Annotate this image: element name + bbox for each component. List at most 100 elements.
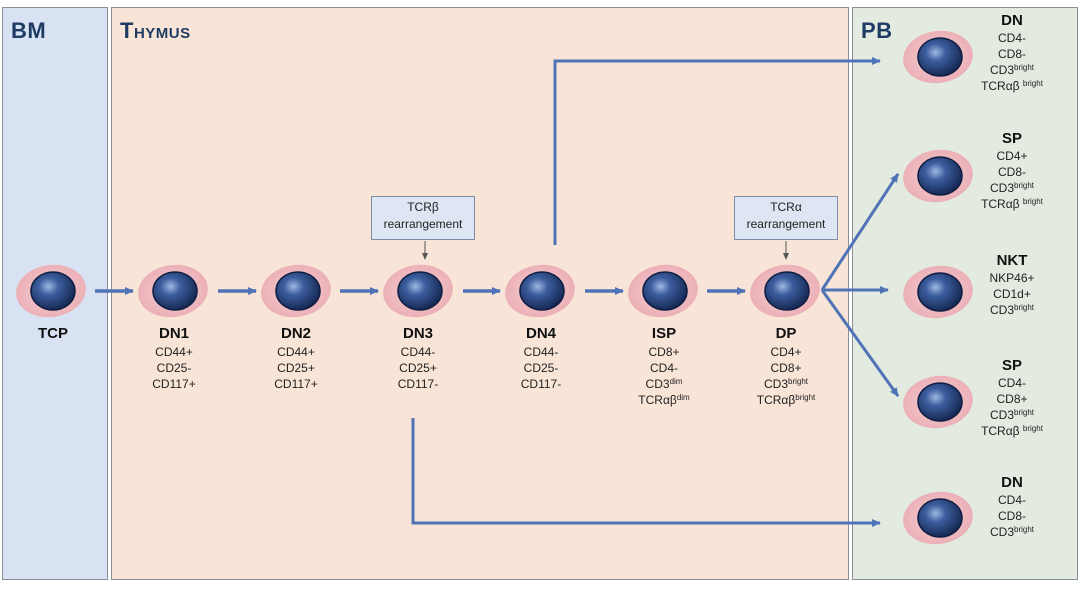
pb-dn-top-marker: CD8- (997, 47, 1026, 61)
pb-sp-cd4-marker: CD4+ (996, 149, 1028, 163)
dn3-name: DN3 (402, 325, 433, 342)
pb-sp-cd4-cell (903, 149, 973, 203)
dn2-cell-nucleus (275, 271, 321, 311)
tcp-name: TCP (38, 325, 68, 342)
dn2-marker: CD117+ (274, 377, 318, 391)
pb-nkt-marker: CD3bright (989, 303, 1035, 317)
branch-arrows (411, 57, 900, 527)
pb-nkt-marker: CD1d+ (993, 287, 1031, 301)
arrow-dn4-to-pb-dn (553, 57, 881, 245)
pb-sp-cd4-marker: CD8- (997, 165, 1026, 179)
pb-dn-bottom-label: DN CD4- CD8- CD3bright (957, 474, 1067, 540)
isp-cell-nucleus (642, 271, 688, 311)
dn4-marker: CD117- (520, 377, 562, 391)
dn1-label: DN1 CD44+ CD25- CD117+ (119, 324, 229, 392)
dp-label: DP CD4+ CD8+ CD3bright TCRαβbright (731, 324, 841, 408)
dn2-label: DN2 CD44+ CD25+ CD117+ (241, 324, 351, 392)
arrow-dp-to-sp-cd8 (820, 289, 900, 397)
pb-sp-cd4-marker: CD3bright (989, 181, 1035, 195)
pb-nkt-cell-nucleus (917, 272, 963, 312)
isp-marker: CD4- (649, 361, 678, 375)
thymus-region: Thymus (111, 7, 849, 580)
pb-sp-cd4-label: SP CD4+ CD8- CD3bright TCRαβ bright (957, 130, 1067, 212)
dp-cell (750, 264, 820, 318)
cells (16, 30, 973, 545)
pb-dn-bottom-marker: CD4- (997, 493, 1026, 507)
pb-dn-bottom-name: DN (1001, 474, 1023, 491)
tcp-cell (16, 264, 86, 318)
dn4-label: DN4 CD44- CD25- CD117- (486, 324, 596, 392)
dn1-marker: CD25- (156, 361, 192, 375)
dn4-cell-nucleus (519, 271, 565, 311)
dn1-name: DN1 (158, 325, 189, 342)
pb-sp-cd8-cell-nucleus (917, 382, 963, 422)
pb-nkt-cell (903, 265, 973, 319)
dn2-cell (261, 264, 331, 318)
pb-dn-top-marker: TCRαβ bright (981, 79, 1043, 93)
pb-dn-top-label: DN CD4- CD8- CD3bright TCRαβ bright (957, 12, 1067, 94)
dp-marker: CD8+ (770, 361, 802, 375)
isp-marker: CD8+ (648, 345, 680, 359)
dn4-cell (505, 264, 575, 318)
dn3-cell-nucleus (397, 271, 443, 311)
dn2-marker: CD25+ (277, 361, 315, 375)
tcra-rearrangement-callout: TCRα rearrangement (734, 196, 838, 240)
pb-dn-bottom-cell (903, 491, 973, 545)
dp-marker: CD4+ (770, 345, 802, 359)
dn3-marker: CD117- (397, 377, 439, 391)
tcra-callout-line1: TCRα (770, 200, 802, 214)
dn1-cell (138, 264, 208, 318)
dn3-cell (383, 264, 453, 318)
arrow-dn3-to-pb-dn (411, 418, 881, 527)
pb-sp-cd8-marker: CD3bright (989, 408, 1035, 422)
pb-dn-bottom-marker: CD3bright (989, 525, 1035, 539)
dn2-marker: CD44+ (277, 345, 315, 359)
pb-nkt-marker: NKP46+ (989, 271, 1035, 285)
pb-nkt-label: NKT NKP46+ CD1d+ CD3bright (957, 252, 1067, 318)
pb-nkt-name: NKT (996, 252, 1028, 269)
pb-dn-bottom-cell-nucleus (917, 498, 963, 538)
isp-marker: CD3dim (645, 377, 683, 391)
pb-dn-top-marker: CD3bright (989, 63, 1035, 77)
isp-name: ISP (651, 325, 677, 342)
dp-name: DP (775, 325, 797, 342)
isp-marker: TCRαβdim (638, 393, 690, 407)
dn3-marker: CD44- (400, 345, 436, 359)
pb-sp-cd4-marker: TCRαβ bright (981, 197, 1043, 211)
dp-marker: CD3bright (763, 377, 809, 391)
bm-title: BM (11, 18, 47, 43)
pb-sp-cd8-marker: CD8+ (996, 392, 1028, 406)
isp-cell (628, 264, 698, 318)
pb-sp-cd8-cell (903, 375, 973, 429)
dn1-cell-nucleus (152, 271, 198, 311)
tcp-label: TCP (0, 324, 108, 344)
thymus-title: Thymus (120, 18, 191, 43)
tcrb-rearrangement-callout: TCRβ rearrangement (371, 196, 475, 240)
dn3-marker: CD25+ (399, 361, 437, 375)
dp-marker: TCRαβbright (756, 393, 816, 407)
pb-sp-cd8-name: SP (1001, 357, 1022, 374)
pb-sp-cd8-marker: TCRαβ bright (981, 424, 1043, 438)
pb-dn-top-cell-nucleus (917, 37, 963, 77)
dn1-marker: CD117+ (152, 377, 196, 391)
pb-dn-bottom-marker: CD8- (997, 509, 1026, 523)
dn4-marker: CD44- (523, 345, 559, 359)
isp-label: ISP CD8+ CD4- CD3dim TCRαβdim (609, 324, 719, 408)
pb-dn-top-marker: CD4- (997, 31, 1026, 45)
callout-pointers (422, 241, 789, 260)
dn1-marker: CD44+ (155, 345, 193, 359)
pb-sp-cd4-name: SP (1001, 130, 1022, 147)
tcra-callout-line2: rearrangement (746, 217, 826, 231)
pb-dn-top-name: DN (1001, 12, 1023, 29)
pb-dn-top-cell (903, 30, 973, 84)
pb-title: PB (861, 18, 893, 43)
pb-sp-cd8-label: SP CD4- CD8+ CD3bright TCRαβ bright (957, 357, 1067, 439)
arrow-dp-to-sp-cd4 (820, 173, 900, 291)
tcrb-callout-line1: TCRβ (407, 200, 439, 214)
pb-sp-cd4-cell-nucleus (917, 156, 963, 196)
dn4-name: DN4 (525, 325, 556, 342)
pb-sp-cd8-marker: CD4- (997, 376, 1026, 390)
tcp-cell-nucleus (30, 271, 76, 311)
dp-cell-nucleus (764, 271, 810, 311)
